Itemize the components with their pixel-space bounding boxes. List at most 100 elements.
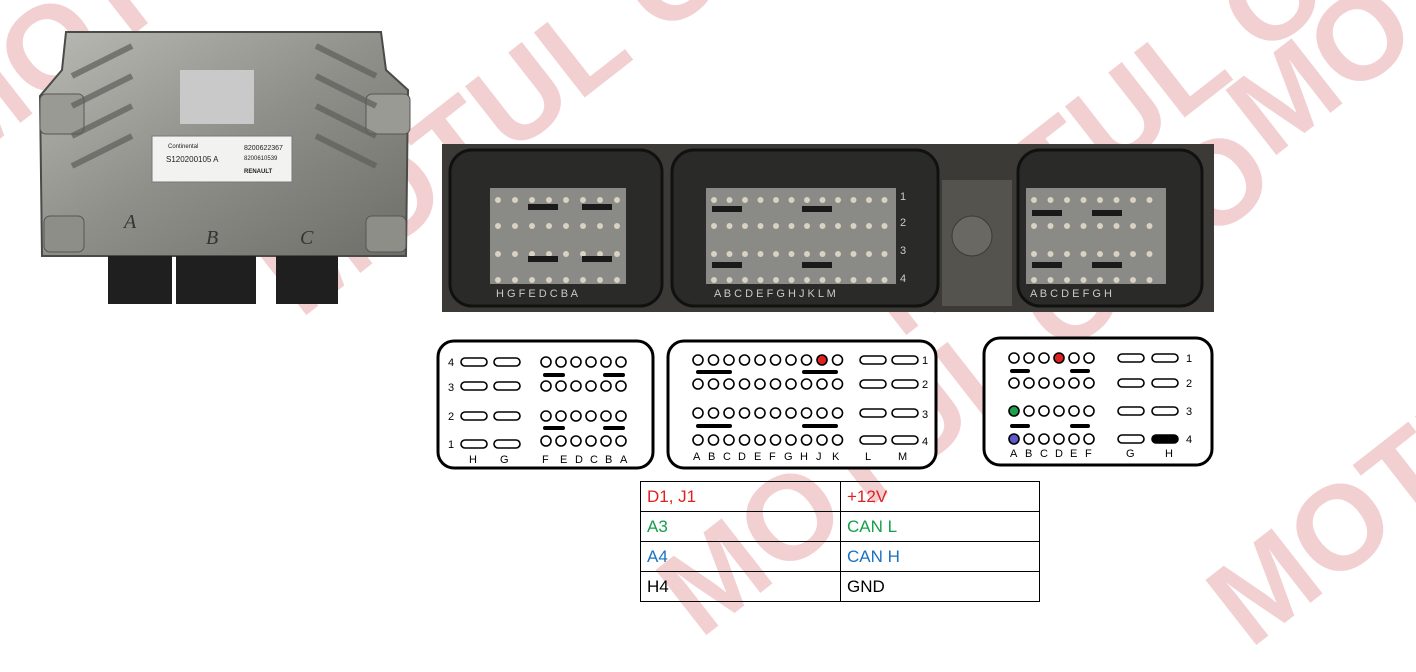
photo-pin [580, 277, 586, 283]
row-label-2: 2 [1186, 378, 1192, 390]
photo-pin [512, 223, 518, 229]
pin-bridge [603, 426, 625, 430]
col-label-a: A [1010, 448, 1018, 460]
round-pin [1068, 377, 1080, 389]
photo-pin [1146, 277, 1153, 283]
pin-bridge [1070, 369, 1090, 373]
flat-pin [493, 357, 521, 367]
round-pin [1053, 352, 1065, 364]
photo-pin [614, 251, 620, 257]
photo-pin [742, 277, 748, 283]
photo-pin [773, 223, 779, 229]
round-pin [555, 356, 567, 368]
pin-bridge [1070, 424, 1090, 428]
round-pin [769, 378, 782, 390]
photo-pin [881, 197, 888, 203]
photo-pin-field-c [1026, 188, 1166, 284]
row-label-3: 3 [922, 409, 928, 421]
photo-pin [1097, 197, 1103, 203]
photo-pin [614, 197, 620, 203]
legend-signal: +12V [840, 481, 1040, 512]
round-pin [1068, 405, 1080, 417]
photo-pin [757, 251, 764, 257]
photo-bridge [582, 204, 612, 210]
photo-pin [512, 251, 518, 257]
pin-bridge [1010, 424, 1030, 428]
photo-pin [881, 251, 888, 257]
round-pin [1023, 377, 1035, 389]
photo-pin [804, 251, 810, 257]
photo-pin [563, 197, 569, 203]
photo-pin [597, 223, 603, 229]
legend-pins: D1, J1 [640, 481, 841, 512]
photo-bridge [802, 206, 832, 212]
round-pin [555, 435, 567, 447]
photo-pin [1130, 251, 1136, 257]
photo-pin [711, 277, 717, 283]
round-pin [692, 378, 704, 390]
legend-pins: H4 [640, 571, 841, 602]
connector-a-diagram: 4 3 2 1 H G F E D C B A [436, 339, 655, 470]
round-pin [785, 354, 797, 366]
photo-bridge [1092, 210, 1122, 216]
photo-pin [614, 277, 620, 283]
round-pin [615, 410, 627, 422]
photo-pin [1064, 251, 1070, 257]
photo-bridge [802, 262, 832, 268]
photo-pin [804, 277, 810, 283]
photo-pin [866, 251, 872, 257]
photo-pin [850, 251, 857, 257]
flat-pin [1151, 353, 1179, 363]
col-label-b: B [708, 451, 715, 463]
round-pin [738, 354, 751, 366]
col-label-a: A [620, 454, 628, 466]
ecu-brand: Continental [168, 144, 198, 150]
round-pin [1083, 377, 1095, 389]
round-pin [1083, 405, 1095, 417]
col-label-g: G [1126, 448, 1135, 460]
photo-pin [546, 197, 552, 203]
photo-pin [580, 197, 586, 203]
photo-pin [495, 223, 501, 229]
photo-pin [546, 251, 552, 257]
photo-row-1: 1 [900, 191, 906, 203]
round-pin [816, 378, 828, 390]
row-label-3: 3 [1186, 406, 1192, 418]
photo-pin [757, 223, 764, 229]
photo-pin [546, 223, 552, 229]
row-label-1: 1 [922, 355, 928, 367]
row-label-4: 4 [1186, 434, 1192, 446]
col-label-b: B [605, 454, 612, 466]
round-pin [723, 407, 735, 419]
photo-pin [512, 277, 518, 283]
photo-pin-field-a [490, 188, 626, 284]
photo-pin [495, 251, 501, 257]
col-label-c: C [723, 451, 731, 463]
photo-row-3: 3 [900, 245, 906, 257]
round-pin [738, 378, 751, 390]
ecu-sw-number: 8200610539 [244, 156, 278, 162]
round-pin [540, 435, 552, 447]
round-pin [600, 410, 612, 422]
photo-pin [711, 251, 717, 257]
row-label-4: 4 [922, 436, 928, 448]
round-pin [707, 434, 720, 446]
round-pin [692, 407, 704, 419]
row-label-2: 2 [448, 411, 454, 423]
flat-pin [493, 439, 521, 449]
round-pin [555, 410, 567, 422]
photo-pin [757, 197, 764, 203]
flat-pin [891, 379, 919, 389]
blurred-label [180, 70, 254, 124]
round-pin [831, 378, 844, 390]
photo-pin [850, 277, 857, 283]
flat-pin [460, 357, 488, 367]
round-pin [738, 434, 751, 446]
flat-pin [460, 381, 488, 391]
round-pin [600, 356, 612, 368]
col-label-h: H [469, 454, 477, 466]
photo-pin [726, 223, 733, 229]
col-label-l: L [865, 451, 871, 463]
round-pin [540, 356, 552, 368]
photo-pin [804, 223, 810, 229]
